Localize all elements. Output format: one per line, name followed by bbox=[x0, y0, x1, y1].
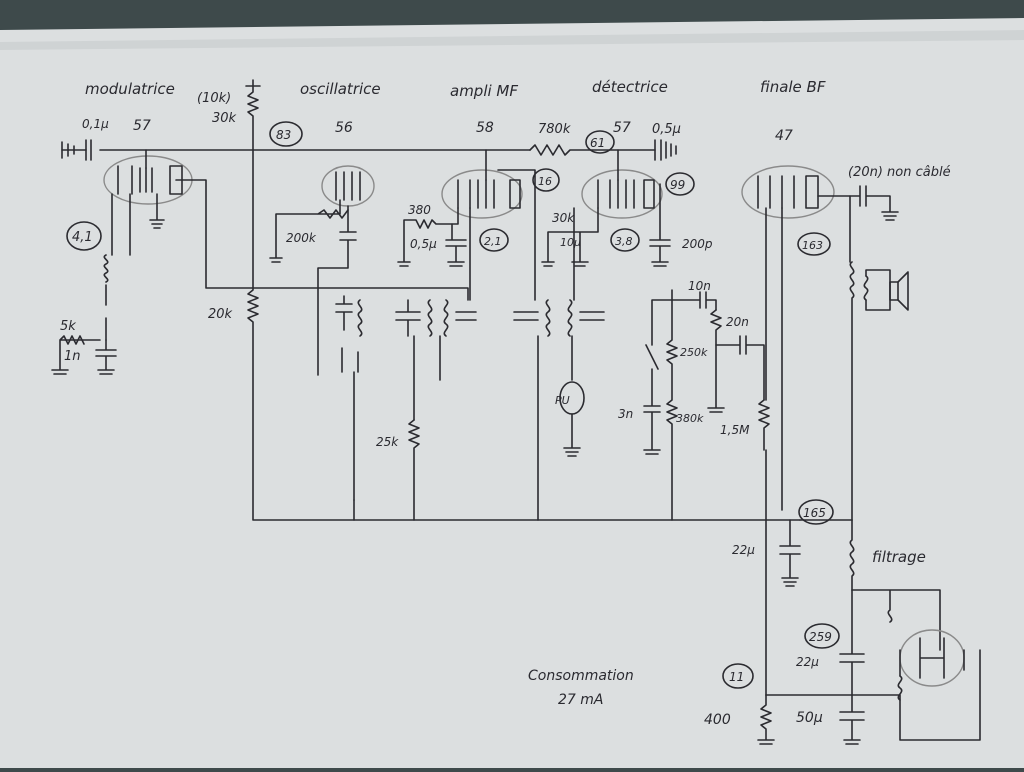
label-filtrage: filtrage bbox=[872, 548, 926, 566]
svg-text:3,8: 3,8 bbox=[615, 235, 633, 248]
paper-fold bbox=[0, 30, 1024, 50]
label-c-3n: 3n bbox=[618, 407, 633, 421]
label-r-20k: 20k bbox=[208, 307, 233, 322]
ht-bus bbox=[247, 149, 801, 521]
if-transformer-1 bbox=[395, 299, 477, 421]
label-r-30k-det: 30k bbox=[552, 211, 575, 225]
rectifier-tube bbox=[897, 629, 965, 701]
label-r-30k: 30k bbox=[212, 111, 237, 126]
if-transformer-2 bbox=[513, 299, 605, 521]
svg-text:259: 259 bbox=[809, 630, 832, 644]
svg-text:2,1: 2,1 bbox=[484, 235, 502, 248]
label-c-20n-non-cable: (20n) non câblé bbox=[848, 165, 951, 180]
stage-label-oscillatrice: oscillatrice bbox=[300, 80, 381, 98]
tube-58 bbox=[397, 149, 536, 301]
measure-83: 83 bbox=[269, 121, 303, 147]
label-r-780k: 780k bbox=[538, 122, 571, 137]
detector-network bbox=[643, 289, 770, 521]
label-r-200k: 200k bbox=[286, 231, 317, 245]
tube-57b bbox=[541, 149, 671, 301]
stage-label-ampli-mf: ampli MF bbox=[450, 82, 518, 100]
speaker-icon bbox=[889, 271, 909, 311]
tube-47 bbox=[741, 165, 899, 511]
top-rail bbox=[61, 139, 677, 161]
measure-3-8: 3,8 bbox=[610, 228, 640, 252]
tube-label-58: 58 bbox=[476, 120, 494, 136]
svg-text:11: 11 bbox=[729, 670, 744, 684]
measure-61: 61 bbox=[585, 130, 615, 154]
svg-text:61: 61 bbox=[590, 136, 605, 150]
label-c-10n: 10n bbox=[688, 279, 711, 293]
svg-text:99: 99 bbox=[670, 178, 685, 192]
measure-11: 11 bbox=[722, 663, 754, 689]
paper bbox=[0, 18, 1024, 768]
label-r-380: 380 bbox=[408, 203, 431, 217]
tube-label-57a: 57 bbox=[133, 118, 151, 134]
measure-163: 163 bbox=[797, 232, 831, 256]
label-c-50u: 50µ bbox=[796, 710, 823, 726]
label-r-5k: 5k bbox=[60, 319, 76, 334]
svg-text:4,1: 4,1 bbox=[72, 230, 93, 245]
label-c-0-5u-top: 0,5µ bbox=[652, 122, 681, 137]
modulatrice-cathode bbox=[51, 254, 117, 375]
consumption-value: 27 mA bbox=[558, 692, 603, 708]
svg-text:163: 163 bbox=[802, 239, 823, 252]
label-c-0-1u: 0,1µ bbox=[82, 117, 109, 131]
svg-text:16: 16 bbox=[538, 175, 552, 188]
measure-259: 259 bbox=[804, 623, 840, 649]
osc-coil bbox=[335, 295, 363, 501]
label-r-250k: 250k bbox=[680, 346, 708, 359]
label-r-400: 400 bbox=[704, 712, 731, 728]
svg-text:83: 83 bbox=[276, 128, 291, 142]
label-r-1-5M: 1,5M bbox=[720, 423, 750, 437]
measure-4-1: 4,1 bbox=[66, 221, 102, 251]
tube-label-47: 47 bbox=[775, 128, 793, 144]
tube-label-56: 56 bbox=[335, 120, 353, 136]
tube-57a bbox=[103, 149, 469, 301]
tube-56 bbox=[269, 165, 375, 376]
consumption-label: Consommation bbox=[528, 668, 634, 684]
pickup-input bbox=[559, 381, 585, 457]
label-pu: PU bbox=[555, 394, 570, 407]
label-c-1n: 1n bbox=[64, 349, 81, 364]
label-r-10k: (10k) bbox=[197, 91, 231, 106]
resistor-30k bbox=[245, 79, 261, 151]
power-supply bbox=[757, 449, 981, 745]
label-c-200p: 200p bbox=[682, 237, 713, 251]
label-c-20n: 20n bbox=[726, 315, 749, 329]
tube-label-57b: 57 bbox=[613, 120, 631, 136]
label-r-380k: 380k bbox=[676, 412, 704, 425]
label-c-0-5u: 0,5µ bbox=[410, 237, 437, 251]
label-c-22u-b: 22µ bbox=[796, 655, 819, 669]
label-r-25k: 25k bbox=[376, 435, 399, 449]
measure-99: 99 bbox=[665, 172, 695, 196]
stage-label-modulatrice: modulatrice bbox=[85, 80, 175, 98]
measure-2-1: 2,1 bbox=[479, 228, 509, 252]
stage-label-finale-bf: finale BF bbox=[760, 78, 826, 96]
label-c-10u: 10µ bbox=[560, 236, 581, 249]
measure-16: 16 bbox=[532, 168, 560, 192]
label-c-22u-a: 22µ bbox=[732, 543, 755, 557]
svg-text:165: 165 bbox=[803, 506, 826, 520]
measure-165: 165 bbox=[798, 499, 834, 525]
stage-label-detectrice: détectrice bbox=[592, 78, 668, 96]
output-transformer bbox=[849, 261, 891, 521]
